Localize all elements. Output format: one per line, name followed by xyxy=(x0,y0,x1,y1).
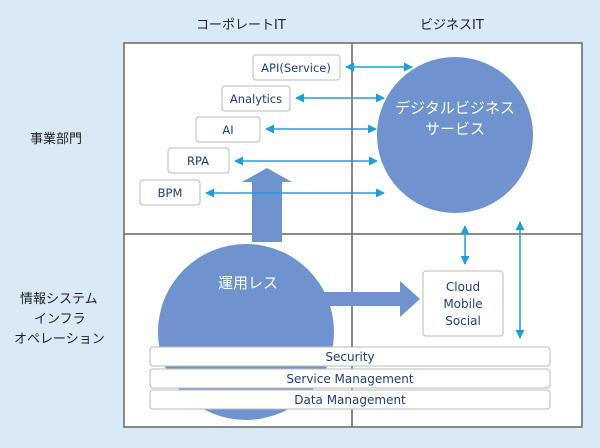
cloud-label: Cloud xyxy=(446,280,480,294)
column-header-business-it: ビジネスIT xyxy=(420,18,484,33)
up-big-arrow xyxy=(242,168,292,242)
box-api-service: API(Service) xyxy=(252,54,341,81)
box-label-rpa: RPA xyxy=(187,154,209,168)
column-header-corporate-it: コーポレートIT xyxy=(196,18,286,33)
digital-service-line2: サービス xyxy=(425,120,485,138)
layer-service-management: Service Management xyxy=(149,368,551,389)
box-label-analytics: Analytics xyxy=(230,92,282,106)
row-header-infra-line2: インフラ xyxy=(34,312,86,327)
box-label-bpm: BPM xyxy=(158,186,183,200)
box-bpm: BPM xyxy=(139,179,201,206)
layer-label-service-management: Service Management xyxy=(286,372,414,386)
layer-data-management: Data Management xyxy=(149,389,551,410)
box-rpa: RPA xyxy=(167,147,230,174)
layer-security: Security xyxy=(149,346,551,367)
digital-service-circle xyxy=(377,57,533,213)
right-big-arrow xyxy=(320,281,420,317)
row-header-business-dept: 事業部門 xyxy=(30,132,83,147)
cloud-mobile-social-box: Cloud Mobile Social xyxy=(422,270,504,337)
layer-label-security: Security xyxy=(325,350,374,364)
ops-less-label: 運用レス xyxy=(218,274,278,292)
mobile-label: Mobile xyxy=(443,297,482,311)
box-analytics: Analytics xyxy=(221,85,291,112)
box-ai: AI xyxy=(195,116,261,143)
row-header-infra-line3: オペレーション xyxy=(14,332,105,347)
social-label: Social xyxy=(445,314,481,328)
digital-service-line1: デジタルビジネス xyxy=(395,99,515,117)
box-label-ai: AI xyxy=(222,123,233,137)
row-header-infra-line1: 情報システム xyxy=(20,292,98,307)
layer-label-data-management: Data Management xyxy=(294,393,406,407)
box-label-api-service: API(Service) xyxy=(261,61,331,75)
